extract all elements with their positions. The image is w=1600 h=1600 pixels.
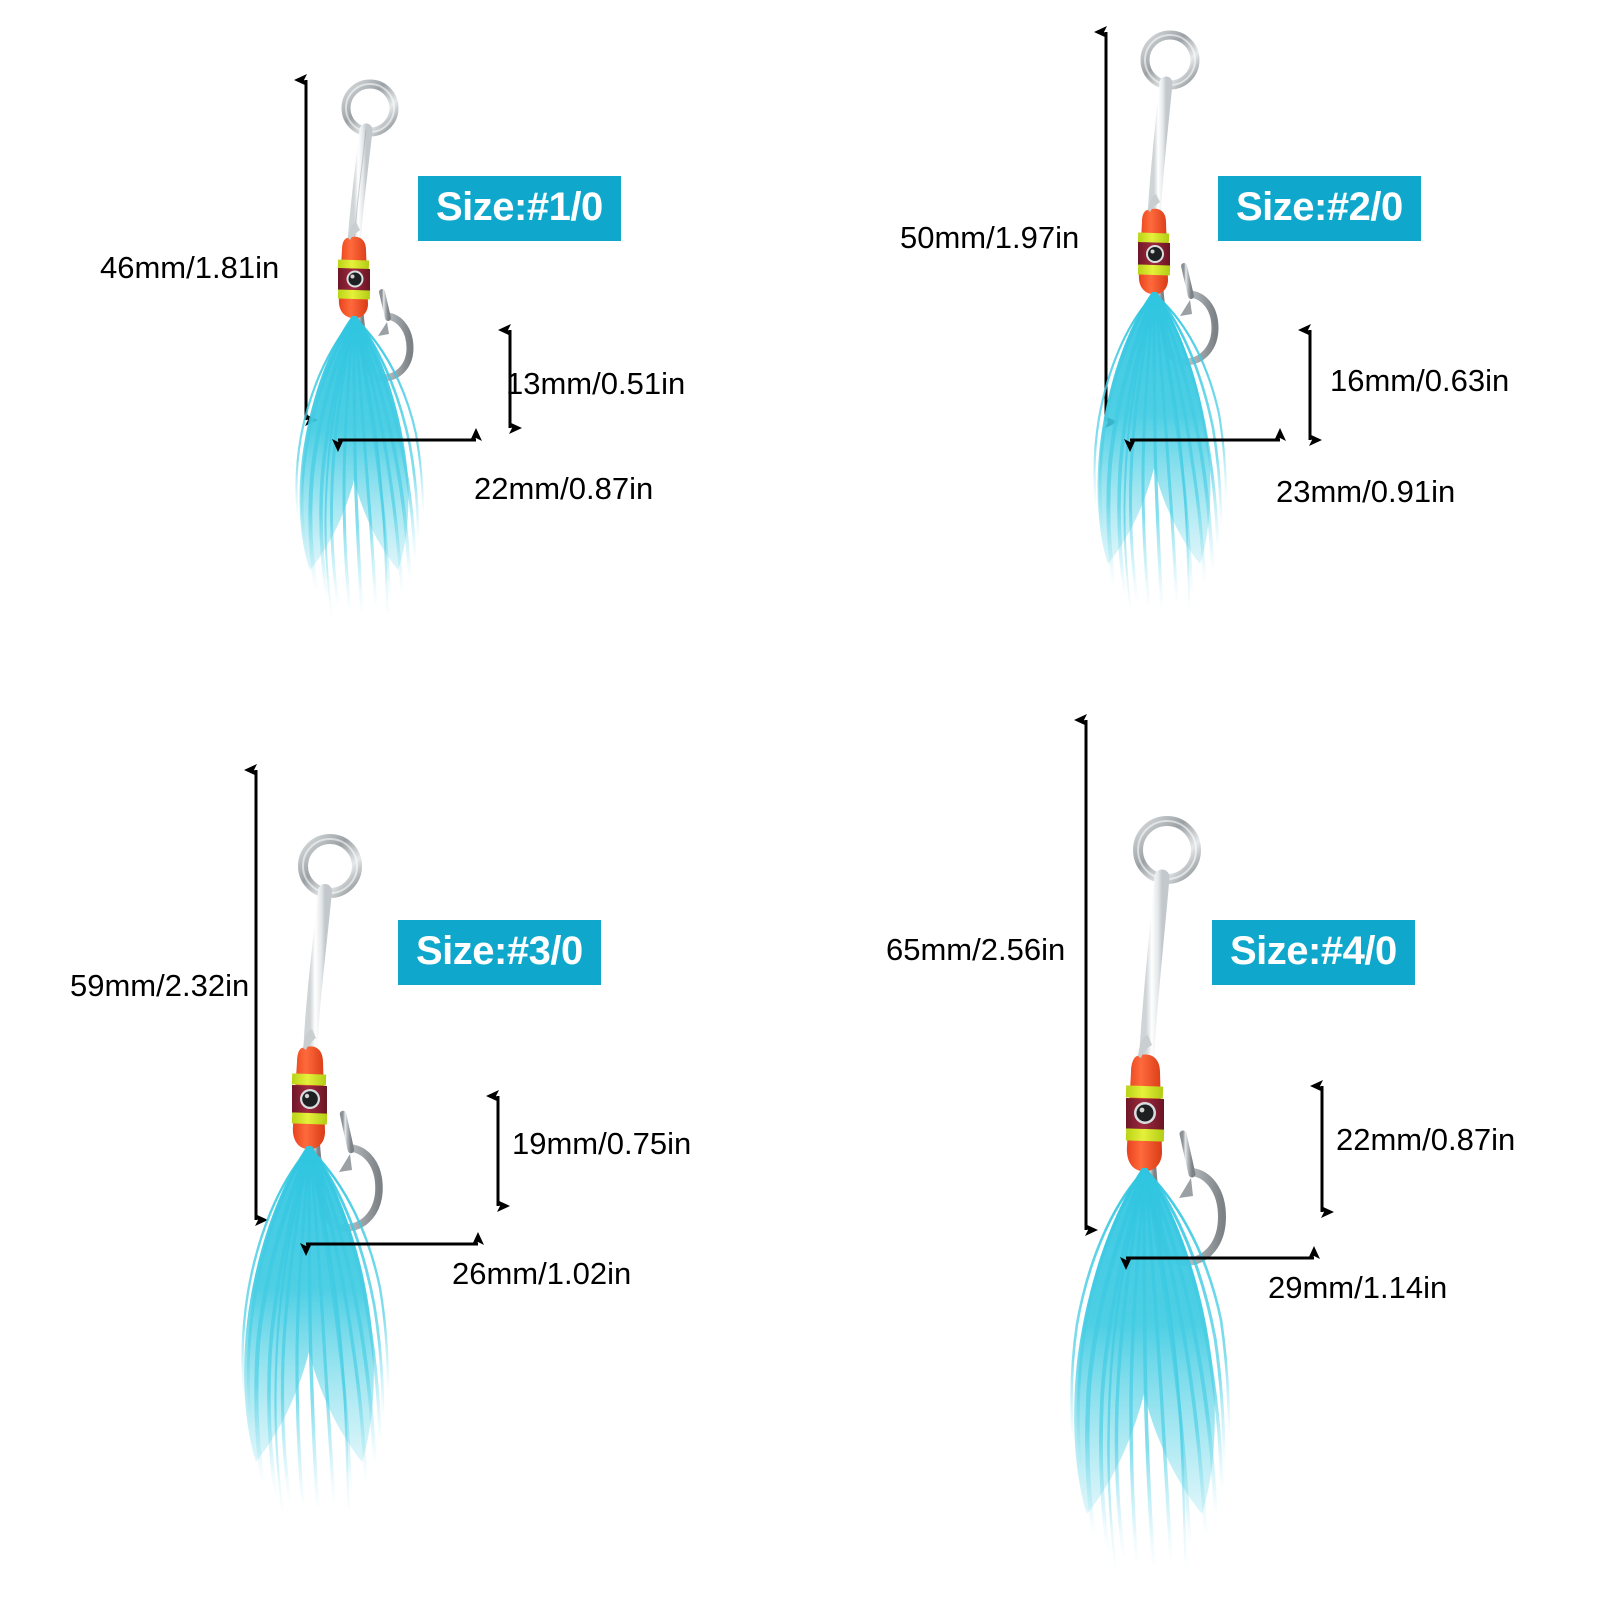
hook-gap-label: 16mm/0.63in: [1330, 363, 1510, 398]
feather-width-arrow: [296, 1232, 488, 1256]
feather-width-arrow: [328, 428, 486, 452]
panel-1-0: 46mm/1.81in: [0, 0, 800, 800]
hook-gap-arrow: [1310, 1076, 1334, 1222]
total-length-label: 46mm/1.81in: [100, 250, 280, 285]
panel-2-0: 50mm/1.97in: [800, 0, 1600, 800]
feather-width-arrow: [1120, 428, 1290, 452]
total-length-arrow: [294, 70, 318, 430]
hook-gap-arrow: [498, 320, 522, 438]
hook-gap-label: 13mm/0.51in: [506, 366, 686, 401]
feather-width-label: 23mm/0.91in: [1276, 474, 1456, 509]
size-badge: Size:#4/0: [1212, 920, 1415, 985]
feather-width-arrow: [1116, 1246, 1324, 1270]
size-badge: Size:#1/0: [418, 176, 621, 241]
hook-gap-label: 19mm/0.75in: [512, 1126, 692, 1161]
hook-gap-arrow: [1298, 320, 1322, 450]
total-length-arrow: [1094, 22, 1118, 432]
feather-width-label: 26mm/1.02in: [452, 1256, 632, 1291]
hook-gap-label: 22mm/0.87in: [1336, 1122, 1516, 1157]
panel-3-0: 59mm/2.32in: [0, 764, 800, 1600]
size-badge: Size:#3/0: [398, 920, 601, 985]
hook-gap-arrow: [486, 1086, 510, 1216]
total-length-arrow: [244, 760, 268, 1230]
total-length-label: 65mm/2.56in: [886, 932, 1066, 967]
total-length-arrow: [1074, 710, 1098, 1240]
feather-width-label: 29mm/1.14in: [1268, 1270, 1448, 1305]
feather-width-label: 22mm/0.87in: [474, 471, 654, 506]
total-length-label: 59mm/2.32in: [70, 968, 250, 1003]
panel-4-0: 65mm/2.56in: [800, 714, 1600, 1600]
lure-illustration: [182, 740, 542, 1540]
lure-illustration: [1012, 690, 1392, 1572]
total-length-label: 50mm/1.97in: [900, 220, 1080, 255]
size-badge: Size:#2/0: [1218, 176, 1421, 241]
